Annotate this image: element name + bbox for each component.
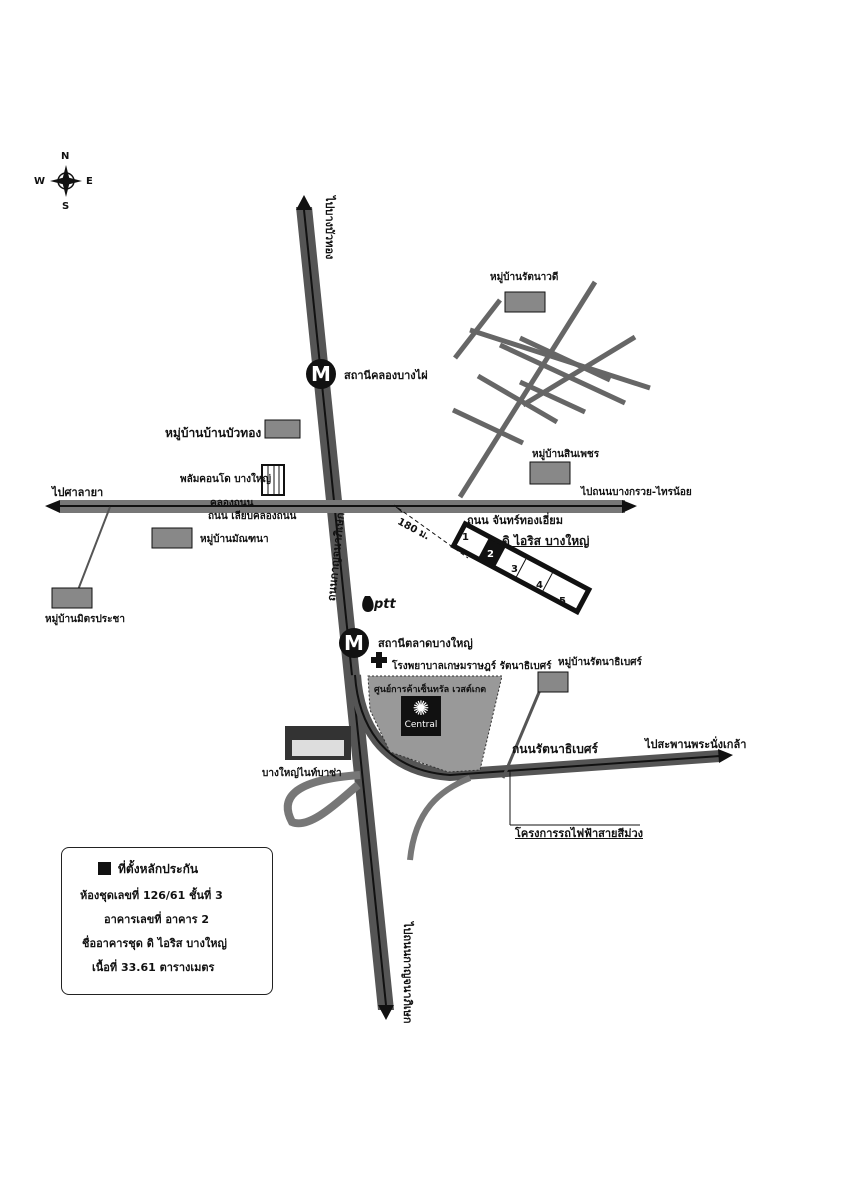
legend-square-icon — [98, 862, 111, 875]
north-direction-label: ไปบางบัวทอง — [323, 196, 336, 260]
central-logo-text: Central — [404, 720, 438, 730]
compass-east: E — [86, 176, 93, 187]
building-5-label: 5 — [559, 596, 566, 607]
legend-label: ที่ตั้งหลักประกัน — [118, 862, 199, 876]
project-buildings — [450, 520, 593, 616]
main-road — [296, 195, 394, 1020]
building-1-label: 1 — [462, 532, 469, 543]
south-direction-label: ไปถนนกาญจนาภิเษก — [401, 922, 414, 1024]
central-logo: ✺ Central — [401, 696, 441, 736]
collateral-info-box: ที่ตั้งหลักประกัน ห้องชุดเลขที่ 126/61 ช… — [61, 847, 273, 995]
distance-marker — [393, 504, 469, 559]
rattanathibet-road — [283, 674, 733, 861]
hospital-cross-icon — [371, 652, 387, 668]
bazaar-photo-icon — [285, 726, 351, 760]
ptt-icon — [362, 596, 374, 612]
central-westgate-label: ศูนย์การค้าเซ็นทรัล เวสต์เกต — [374, 685, 487, 695]
village-rattanathibet-label: หมู่บ้านรัตนาธิเบศร์ — [558, 657, 642, 668]
condo-name: ชื่ออาคารชุด ดิ ไอริส บางใหญ่ — [82, 937, 227, 950]
station-khlong-bang-phai: สถานีคลองบางไผ่ — [344, 369, 428, 382]
metro-station-icon: M — [306, 359, 336, 389]
chan-road-label: ถนน จันทร์ทองเอี่ยม — [467, 514, 563, 527]
area-size: เนื้อที่ 33.61 ตารางเมตร — [92, 961, 215, 974]
project-name-label: ดิ ไอริส บางใหญ่ — [502, 534, 590, 548]
unit-number: ห้องชุดเลขที่ 126/61 ชั้นที่ 3 — [80, 889, 223, 902]
village-street-grid — [451, 280, 651, 499]
compass-south: S — [62, 201, 70, 212]
west-direction-label: ไปศาลายา — [52, 486, 104, 499]
hospital-label: โรงพยาบาลเกษมราษฎร์ รัตนาธิเบศร์ — [392, 661, 552, 672]
station-talad-bang-yai: สถานีตลาดบางใหญ่ — [378, 637, 473, 650]
purple-line-label: โครงการรถไฟฟ้าสายสีม่วง — [515, 827, 643, 840]
compass-north: N — [61, 151, 70, 162]
compass-west: W — [34, 176, 46, 187]
building-4-label: 4 — [536, 580, 543, 591]
compass-icon — [50, 165, 82, 197]
building-number: อาคารเลขที่ อาคาร 2 — [104, 913, 210, 926]
bangyai-plaza-label: บางใหญ่ไนท์บาซ่า — [262, 768, 342, 779]
village-monthana-label: หมู่บ้านมัณฑนา — [200, 534, 269, 545]
rattanathibet-road-label: ถนนรัตนาธิเบศร์ — [512, 742, 598, 756]
building-2-label: 2 — [487, 549, 494, 560]
east-direction-label: ไปถนนบางกรวย-ไทรน้อย — [581, 487, 692, 498]
ptt-label: ptt — [374, 597, 396, 612]
canal-label: คลองถนน — [210, 498, 254, 509]
east-west-road — [45, 500, 637, 513]
house-icon — [51, 291, 571, 693]
village-ban-bua-thong-label: หมู่บ้านบ้านบัวทอง — [165, 426, 262, 440]
village-sinpetch-label: หมู่บ้านสินเพชร — [532, 449, 600, 460]
plum-condo-label: พลัมคอนโด บางใหญ่ — [180, 474, 272, 485]
canal-road-label: ถนน เลียบคลองถนน — [208, 511, 297, 522]
village-mitpracha-label: หมู่บ้านมิตรประชา — [45, 614, 125, 625]
building-3-label: 3 — [511, 564, 518, 575]
condo-building-icon — [261, 464, 285, 496]
village-rattanawadee-label: หมู่บ้านรัตนาวดี — [490, 272, 559, 283]
metro-station-icon: M — [339, 628, 369, 658]
sun-icon: ✺ — [412, 696, 430, 720]
bridge-direction-label: ไปสะพานพระนั่งเกล้า — [645, 738, 747, 751]
